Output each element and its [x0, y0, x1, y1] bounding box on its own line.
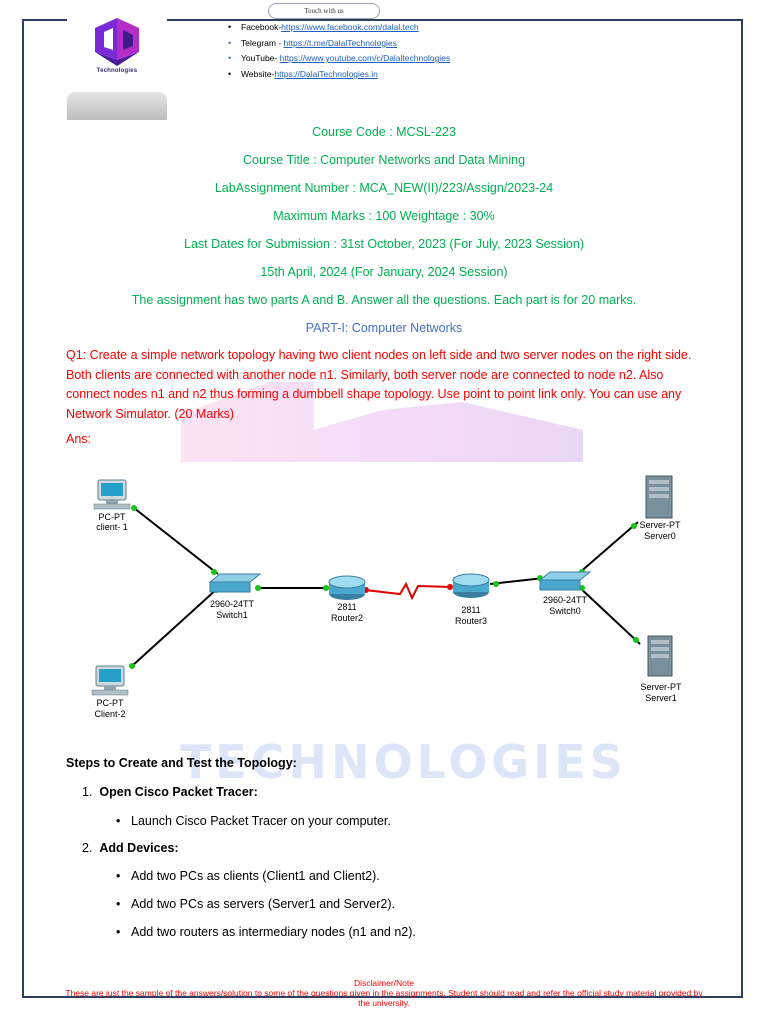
switch1-type-label: 2960-24TT — [210, 599, 255, 609]
social-website: Website-https://DalalTechnologies.in — [228, 67, 450, 83]
youtube-label: YouTube- — [241, 53, 280, 63]
watermark-text: TECHNOLOGIES — [180, 735, 627, 789]
steps-heading: Steps to Create and Test the Topology: — [66, 756, 297, 770]
step-2-bullet-1: Add two PCs as clients (Client1 and Clie… — [116, 869, 380, 883]
server0-type-label: Server-PT — [639, 520, 681, 530]
router2-type-label: 2811 — [337, 602, 356, 612]
facebook-link[interactable]: https://www.facebook.com/dalal.tech — [281, 22, 419, 32]
step-2-bullet-3: Add two routers as intermediary nodes (n… — [116, 925, 416, 939]
server1-type-label: Server-PT — [640, 682, 682, 692]
switch1-name-label: Switch1 — [216, 610, 248, 620]
telegram-link[interactable]: https://t.me/DalalTechnologies — [283, 37, 397, 48]
client2-name-label: Client-2 — [94, 709, 125, 719]
step-1: 1. Open Cisco Packet Tracer: — [82, 785, 258, 799]
step-2-bullet-2-text: Add two PCs as servers (Server1 and Serv… — [131, 897, 395, 911]
step-2-bullet-1-text: Add two PCs as clients (Client1 and Clie… — [131, 869, 380, 883]
logo-card: Technologies — [67, 10, 167, 92]
submission-dates-2: 15th April, 2024 (For January, 2024 Sess… — [260, 265, 508, 279]
facebook-label: Facebook- — [241, 22, 282, 32]
course-code: Course Code : MCSL-223 — [312, 125, 456, 139]
link-switch0-server1 — [577, 585, 641, 645]
client1-name-label: client- 1 — [96, 522, 128, 532]
step-2-title: Add Devices: — [99, 841, 179, 855]
step-2-bullet-2: Add two PCs as servers (Server1 and Serv… — [116, 897, 395, 911]
router2-name-label: Router2 — [331, 613, 363, 623]
social-telegram: Telegram - https://t.me/DalalTechnologie… — [228, 36, 450, 52]
step-1-bullet-1: Launch Cisco Packet Tracer on your compu… — [116, 814, 391, 828]
submission-dates: Last Dates for Submission : 31st October… — [184, 237, 584, 251]
network-topology-diagram: PC-PT client- 1 PC-PT Client-2 2960-24TT… — [91, 475, 682, 719]
logo-caption: Technologies — [96, 68, 138, 74]
link-client1-switch1 — [133, 507, 219, 575]
switch0-icon[interactable] — [538, 571, 592, 591]
disclaimer-title: Disclaimer/Note — [354, 978, 414, 988]
server1-icon[interactable] — [647, 635, 673, 677]
router3-icon[interactable] — [452, 573, 490, 598]
router3-type-label: 2811 — [461, 605, 480, 615]
client1-type-label: PC-PT — [99, 512, 127, 522]
switch0-name-label: Switch0 — [549, 606, 581, 616]
youtube-link[interactable]: https://www.youtube.com/c/Dalaltechnolog… — [279, 53, 451, 63]
answer-label: Ans: — [66, 432, 92, 446]
switch1-icon[interactable] — [208, 573, 262, 593]
disclaimer: Disclaimer/Note These are just the sampl… — [60, 978, 708, 1008]
social-youtube: YouTube- https://www.youtube.com/c/Dalal… — [228, 51, 450, 67]
server1-name-label: Server1 — [645, 693, 677, 703]
logo-shadow — [67, 92, 167, 120]
pc-client1-icon[interactable] — [93, 479, 131, 510]
switch0-type-label: 2960-24TT — [543, 595, 588, 605]
step-1-title: Open Cisco Packet Tracer: — [99, 785, 258, 799]
step-2-bullet-3-text: Add two routers as intermediary nodes (n… — [131, 925, 416, 939]
part-title: PART-I: Computer Networks — [305, 321, 463, 335]
maximum-marks: Maximum Marks : 100 Weightage : 30% — [273, 209, 495, 223]
telegram-label: Telegram - — [241, 37, 284, 48]
step-2: 2. Add Devices: — [82, 841, 179, 855]
step-2-number: 2. — [82, 841, 93, 855]
server0-name-label: Server0 — [644, 531, 676, 541]
pc-client2-icon[interactable] — [91, 665, 129, 696]
social-links-list: Facebook-https://www.facebook.com/dalal.… — [228, 20, 450, 82]
step-1-bullet-1-text: Launch Cisco Packet Tracer on your compu… — [131, 814, 391, 828]
router2-icon[interactable] — [328, 575, 366, 600]
question-text: Q1: Create a simple network topology hav… — [66, 348, 692, 421]
website-label: Website- — [241, 68, 275, 79]
link-router2-router3 — [364, 581, 453, 601]
logo: Technologies — [67, 10, 167, 120]
instructions: The assignment has two parts A and B. An… — [131, 293, 637, 307]
client2-type-label: PC-PT — [97, 698, 125, 708]
social-facebook: Facebook-https://www.facebook.com/dalal.… — [228, 20, 450, 36]
link-switch0-server0 — [577, 521, 639, 575]
link-client2-switch1 — [131, 587, 219, 667]
touch-with-us-badge: Touch with us — [268, 3, 380, 19]
assignment-number: LabAssignment Number : MCA_NEW(II)/223/A… — [214, 181, 554, 195]
server0-icon[interactable] — [645, 475, 673, 519]
logo-cube-icon — [95, 18, 139, 66]
disclaimer-text: These are just the sample of the answers… — [65, 988, 703, 1008]
website-link[interactable]: https://DalalTechnologies.in — [274, 68, 378, 79]
course-title: Course Title : Computer Networks and Dat… — [242, 153, 526, 167]
links — [131, 507, 641, 667]
link-router3-switch0 — [489, 577, 545, 585]
step-1-number: 1. — [82, 785, 93, 799]
router3-name-label: Router3 — [455, 616, 487, 626]
